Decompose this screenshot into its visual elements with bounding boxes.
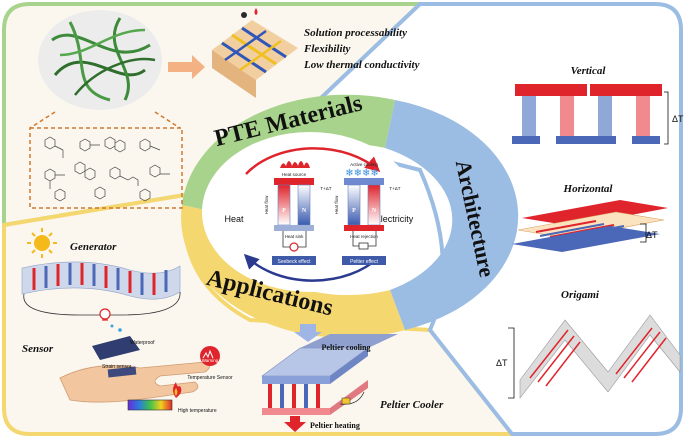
origami-delta-t: ΔT [496,358,508,368]
property-solution-processability: Solution processability [304,27,407,39]
flexible-film-illustration [212,8,298,98]
heating-arrow-icon [284,416,306,432]
seebeck-sink-label: Heat sink [285,234,305,239]
temperature-sensor-label: Temperature Sensor [187,375,233,381]
flame-icon [173,382,182,398]
waterproof-film-illustration [92,324,140,360]
strain-sensor-label: Strain sensor [102,364,132,370]
peltier-n-label: N [372,208,377,214]
horizontal-delta-t: ΔT [646,230,658,240]
battery-icon [358,242,369,250]
peltier-cooler-illustration [261,334,398,415]
property-flexibility: Flexibility [303,43,351,55]
peltier-top-label: Active cooling [350,162,378,167]
warning-label: Warning [202,358,219,363]
peltier-heating-label: Peltier heating [310,421,360,430]
seebeck-device: Heat source T+ΔT Heat flow Heat sink P N… [264,161,332,265]
seebeck-temp-label: T+ΔT [320,186,331,191]
seebeck-p-label: P [282,208,286,214]
warning-icon [200,346,220,366]
cycle-arrow-top [245,147,381,175]
cooling-arrow-icon [294,324,322,342]
cycle-arrow-bottom [243,253,379,282]
center-electricity-label: Electricity [375,214,414,224]
architecture-vertical-label: Vertical [571,65,607,77]
thermal-spectrum-bar [127,399,173,411]
seebeck-effect-label: Seebeck effect [278,259,312,265]
application-sensor-label: Sensor [22,343,54,355]
seebeck-top-label: Heat source [282,172,307,177]
seebeck-flow-label: Heat flow [264,195,269,215]
application-peltier-cooler-label: Peltier Cooler [380,399,444,411]
generator-band-illustration [21,261,181,316]
architecture-horizontal-label: Horizontal [563,183,614,195]
property-low-thermal-conductivity: Low thermal conductivity [303,59,420,71]
center-heat-label: Heat [224,214,244,224]
application-generator-label: Generator [70,241,117,253]
peltier-cooling-label: Peltier cooling [322,343,371,352]
horizontal-architecture [512,200,668,252]
peltier-sink-label: Heat rejection [350,234,378,239]
peltier-device: ❄❄❄❄ Active cooling T+ΔT Heat flow Heat … [334,162,401,265]
molecule-structures [44,136,170,202]
vertical-delta-t: ΔT [672,114,684,124]
vertical-architecture [512,84,669,145]
origami-architecture [508,314,681,399]
sun-icon [27,228,57,258]
polymer-chain-illustration [38,10,162,110]
seebeck-n-label: N [302,208,307,214]
high-temperature-label: High temperature [178,408,217,414]
peltier-temp-label: T+ΔT [389,186,400,191]
peltier-flow-label: Heat flow [334,195,339,215]
peltier-effect-label: Peltier effect [350,259,378,265]
snowflake-icon: ❄❄❄❄ [345,168,379,179]
molecule-structure-box [29,127,183,209]
fire-icon [280,161,310,168]
arrow-right-icon [168,55,205,79]
peltier-p-label: P [352,208,356,214]
light-bulb-icon [99,308,111,321]
waterproof-label: Waterproof [130,340,155,346]
zoom-lines [29,111,181,129]
architecture-origami-label: Origami [561,289,600,301]
